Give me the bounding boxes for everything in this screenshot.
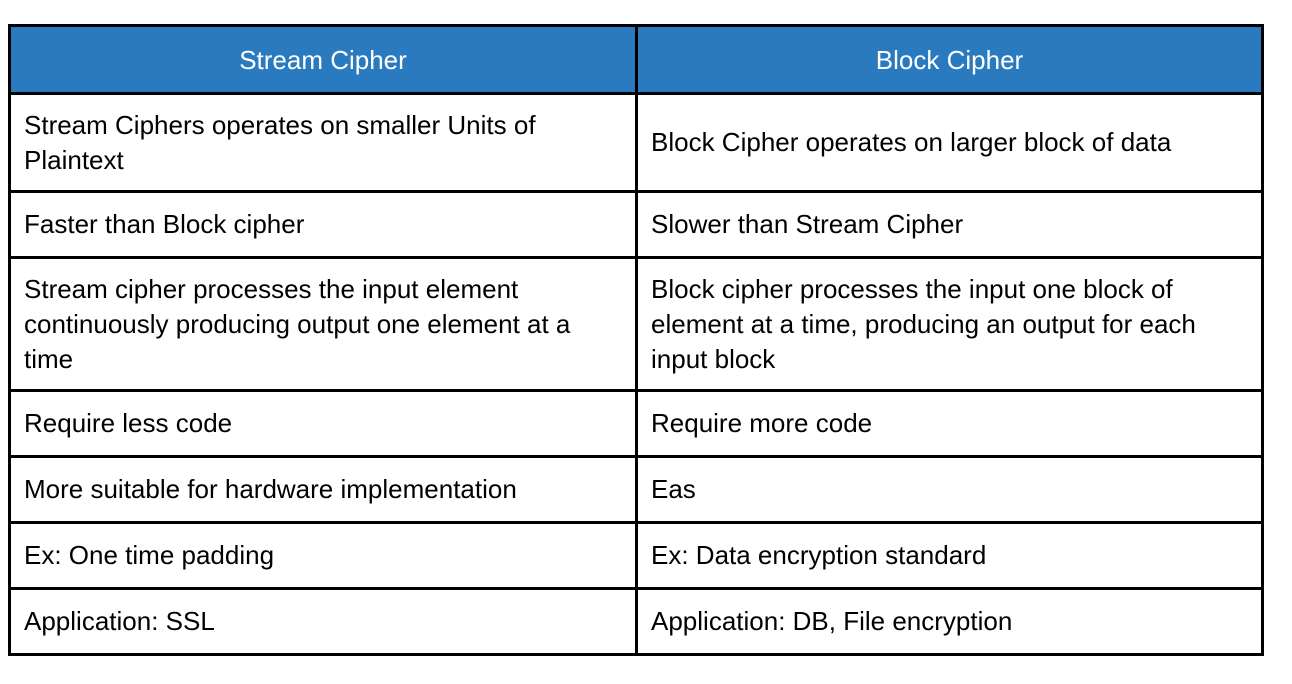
table-row: More suitable for hardware implementatio… [8,455,1264,524]
table-row: Stream Ciphers operates on smaller Units… [8,92,1264,193]
table-cell-block-1: Block Cipher operates on larger block of… [635,92,1264,193]
table-cell-stream-1: Stream Ciphers operates on smaller Units… [8,92,638,193]
table-body: Stream Ciphers operates on smaller Units… [8,92,1264,656]
table-cell-stream-7: Application: SSL [8,587,638,656]
column-header-block-cipher: Block Cipher [635,24,1264,95]
comparison-table: Stream Cipher Block Cipher Stream Cipher… [8,24,1264,656]
table-cell-block-6: Ex: Data encryption standard [635,521,1264,590]
table-cell-stream-4: Require less code [8,389,638,458]
column-header-stream-cipher: Stream Cipher [8,24,638,95]
table-cell-stream-6: Ex: One time padding [8,521,638,590]
table-header-row: Stream Cipher Block Cipher [8,24,1264,95]
table-header: Stream Cipher Block Cipher [8,24,1264,95]
table-cell-block-7: Application: DB, File encryption [635,587,1264,656]
table-row: Stream cipher processes the input elemen… [8,256,1264,392]
table-row: Faster than Block cipher Slower than Str… [8,190,1264,259]
table-cell-block-2: Slower than Stream Cipher [635,190,1264,259]
table-row: Require less code Require more code [8,389,1264,458]
comparison-table-container: Stream Cipher Block Cipher Stream Cipher… [8,24,1264,656]
table-cell-stream-5: More suitable for hardware implementatio… [8,455,638,524]
table-cell-block-4: Require more code [635,389,1264,458]
table-cell-block-5: Eas [635,455,1264,524]
table-cell-stream-2: Faster than Block cipher [8,190,638,259]
table-row: Ex: One time padding Ex: Data encryption… [8,521,1264,590]
table-row: Application: SSL Application: DB, File e… [8,587,1264,656]
table-cell-block-3: Block cipher processes the input one blo… [635,256,1264,392]
table-cell-stream-3: Stream cipher processes the input elemen… [8,256,638,392]
